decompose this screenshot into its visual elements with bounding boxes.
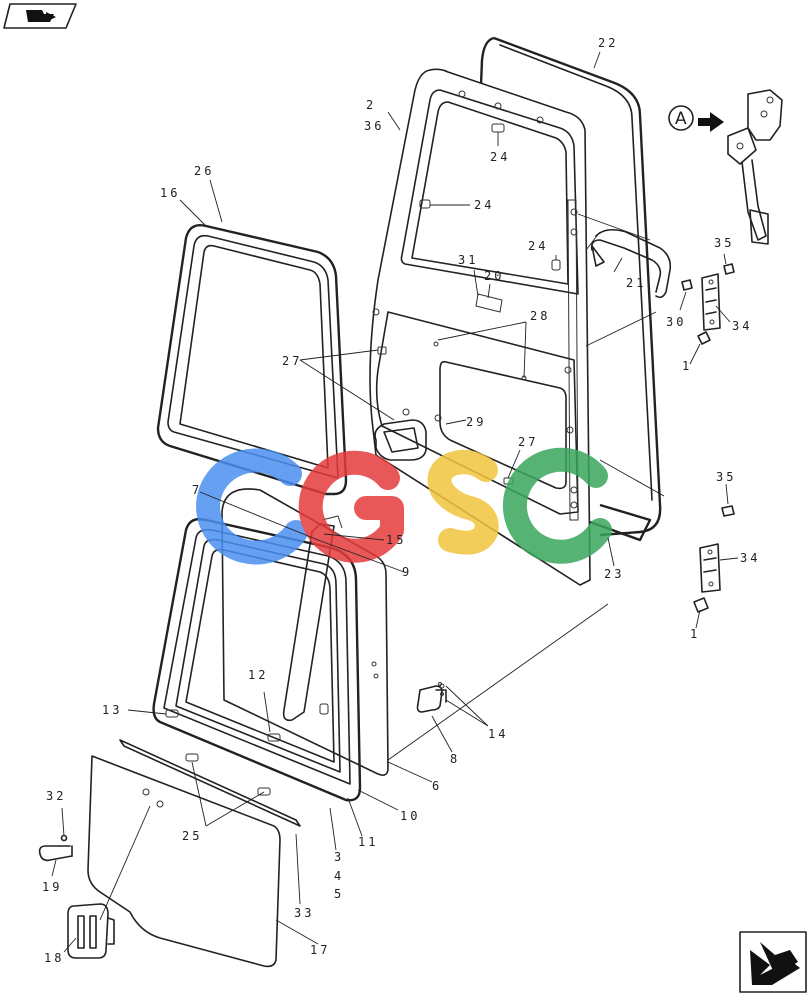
- callout-19: 19: [42, 880, 62, 894]
- part-34-upper-hinge: [701, 273, 721, 331]
- callout-labels: 22 2 36 24 24 24 26 16 31 20 21 35 30 34…: [42, 36, 760, 965]
- callout-32: 32: [46, 789, 66, 803]
- callout-29: 29: [466, 415, 486, 429]
- callout-25: 25: [182, 829, 202, 843]
- part-21-grab-handle: [590, 228, 672, 299]
- watermark-letter-c1: [196, 448, 308, 565]
- watermark: [196, 447, 612, 565]
- callout-24-right: 24: [528, 239, 548, 253]
- arrow-right-icon: [698, 112, 724, 132]
- callout-26: 26: [194, 164, 214, 178]
- callout-17: 17: [310, 943, 330, 957]
- callout-24-top: 24: [490, 150, 510, 164]
- callout-11: 11: [358, 835, 378, 849]
- callout-12: 12: [248, 668, 268, 682]
- callout-9: 9: [402, 565, 412, 579]
- callout-15: 15: [386, 533, 406, 547]
- callout-34-bottom: 34: [740, 551, 760, 565]
- callout-22: 22: [598, 36, 618, 50]
- callout-10: 10: [400, 809, 420, 823]
- part-17-sliding-glass: [87, 755, 281, 968]
- callout-27-left: 27: [282, 354, 302, 368]
- callout-31: 31: [458, 253, 478, 267]
- part-8-outer-handle: [416, 682, 447, 713]
- callout-36: 36: [364, 119, 384, 133]
- callout-33: 33: [294, 906, 314, 920]
- callout-8: 8: [450, 752, 460, 766]
- callout-35-top: 35: [714, 236, 734, 250]
- detail-a-latch: A: [668, 89, 783, 245]
- callout-14: 14: [488, 727, 508, 741]
- part-22-door-seal: [478, 36, 662, 542]
- callout-1-bottom: 1: [690, 627, 700, 641]
- watermark-letter-g: [298, 450, 404, 563]
- callout-23: 23: [604, 567, 624, 581]
- nav-next-button[interactable]: [739, 931, 807, 993]
- callout-1-top: 1: [682, 359, 692, 373]
- callout-3: 3: [334, 850, 344, 864]
- nav-prev-button[interactable]: [3, 3, 77, 29]
- callout-4: 4: [334, 869, 344, 883]
- callout-13: 13: [102, 703, 122, 717]
- part-34-lower-hinge: [699, 543, 721, 593]
- part-33-guide-strip: [119, 739, 301, 827]
- callout-21: 21: [626, 276, 646, 290]
- callout-16: 16: [160, 186, 180, 200]
- callout-6: 6: [432, 779, 442, 793]
- watermark-letter-s: [427, 450, 499, 555]
- arrow-left-icon: [26, 10, 56, 22]
- callout-20: 20: [484, 269, 504, 283]
- callout-18: 18: [44, 951, 64, 965]
- callout-24-mid: 24: [474, 198, 494, 212]
- watermark-letter-c2: [502, 447, 612, 564]
- bolts: [681, 263, 735, 613]
- callout-7: 7: [192, 483, 202, 497]
- callout-35-bottom: 35: [716, 470, 736, 484]
- leader-lines: [51, 51, 739, 953]
- callout-28: 28: [530, 309, 550, 323]
- callout-27-right: 27: [518, 435, 538, 449]
- callout-5: 5: [334, 887, 344, 901]
- detail-a-letter: A: [675, 109, 687, 129]
- part-18-inner-handle: [67, 903, 115, 959]
- callout-30: 30: [666, 315, 686, 329]
- callout-2: 2: [366, 98, 376, 112]
- callout-34-top: 34: [732, 319, 752, 333]
- part-19-lock-clip: [38, 845, 73, 862]
- arrow-right-icon: [750, 942, 800, 985]
